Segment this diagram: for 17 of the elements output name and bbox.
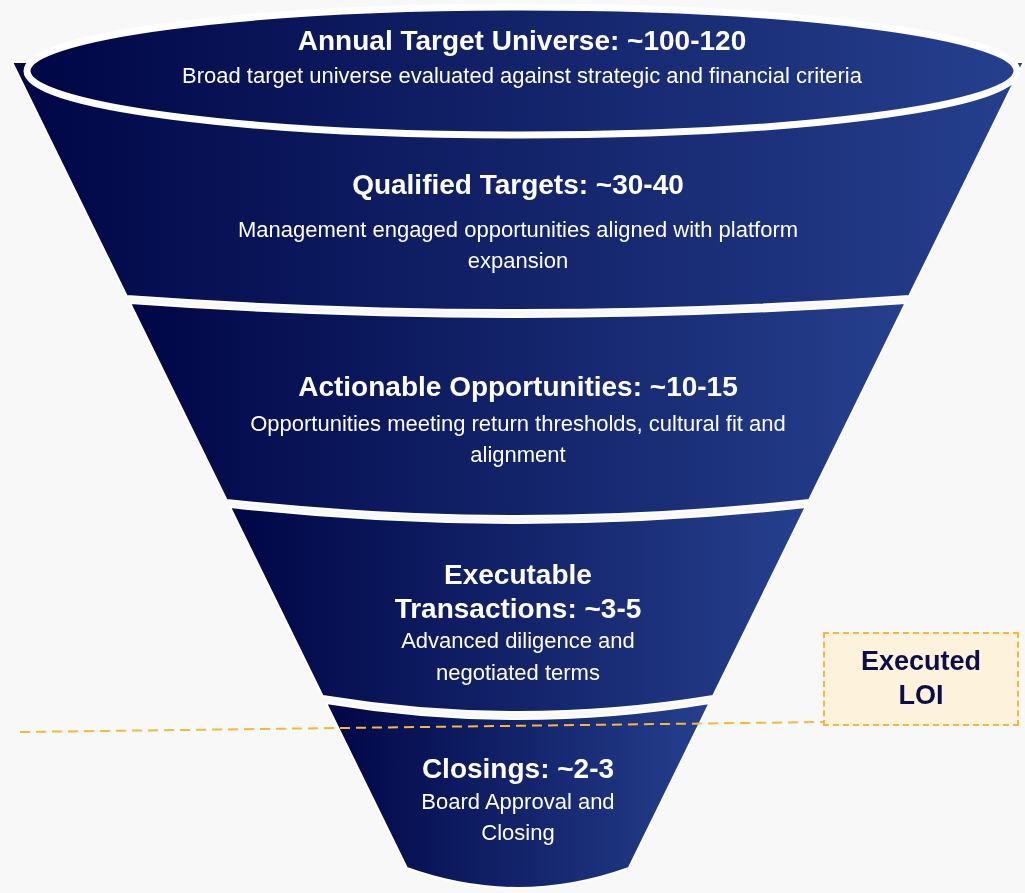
funnel-stage	[230, 507, 806, 716]
stage-description: Advanced diligence and negotiated terms	[400, 627, 636, 688]
stage-title: Qualified Targets: ~30-40	[352, 168, 684, 202]
stage-description: Management engaged opportunities aligned with platform expansion	[236, 215, 800, 276]
stage-title: Closings: ~2-3	[421, 752, 615, 786]
note-text: Executed LOI	[859, 645, 983, 712]
dashed-divider-line	[19, 721, 824, 733]
stage-title: Actionable Opportunities: ~10-15	[298, 370, 738, 404]
stage-title: Executable Transactions: ~3-5	[393, 558, 643, 626]
stage-description: Board Approval and Closing	[420, 787, 616, 848]
funnel-stage	[130, 303, 906, 520]
funnel-stage	[326, 703, 710, 892]
stage-description: Opportunities meeting return thresholds, cultural fit and alignment	[249, 409, 787, 470]
stage-title: Annual Target Universe: ~100-120	[297, 24, 747, 58]
note-box	[823, 632, 1019, 726]
funnel-top-ellipse	[23, 3, 1021, 139]
stage-description: Broad target universe evaluated against strategic and financial criteria	[182, 61, 862, 90]
